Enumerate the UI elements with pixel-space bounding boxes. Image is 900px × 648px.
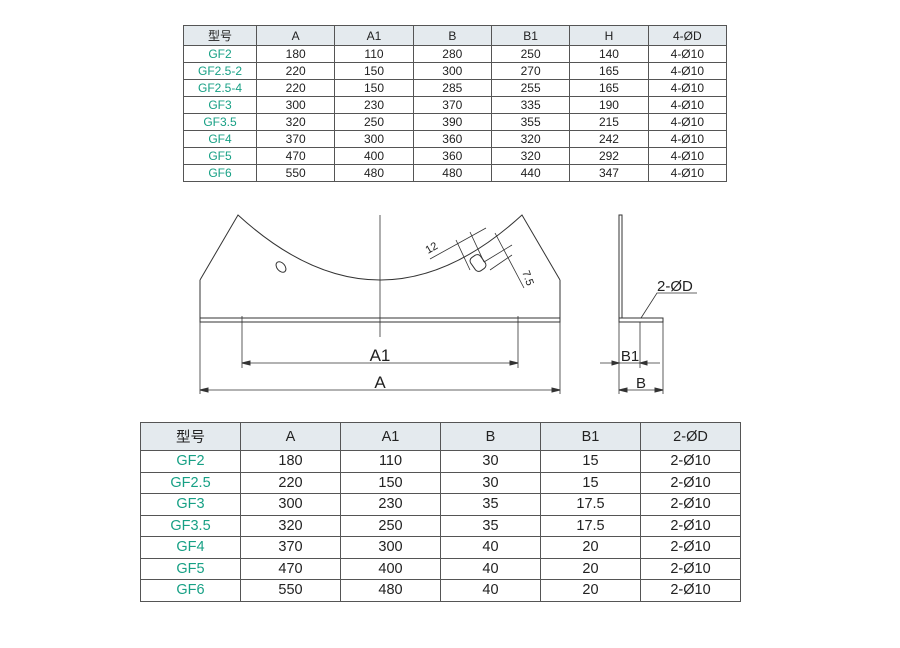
value-cell: 270 — [490, 62, 571, 80]
value-cell: 2-Ø10 — [640, 536, 741, 559]
model-cell: GF3 — [140, 493, 241, 516]
value-cell: 180 — [240, 450, 341, 473]
model-cell: GF4 — [140, 536, 241, 559]
column-header: A — [255, 25, 336, 46]
value-cell: 2-Ø10 — [640, 493, 741, 516]
value-cell: 35 — [440, 514, 541, 537]
model-cell: GF6 — [140, 579, 241, 602]
value-cell: 480 — [334, 164, 414, 182]
dim-7-5-label: 7.5 — [519, 269, 536, 287]
value-cell: 2-Ø10 — [640, 514, 741, 537]
value-cell: 285 — [412, 79, 492, 97]
dim-b1-label: B1 — [621, 348, 639, 365]
model-cell: GF2.5 — [140, 471, 241, 494]
value-cell: 220 — [240, 471, 341, 494]
column-header: 型号 — [183, 25, 257, 46]
value-cell: 230 — [340, 493, 441, 516]
dim-b-label: B — [636, 375, 646, 392]
value-cell: 2-Ø10 — [640, 471, 741, 494]
value-cell: 17.5 — [540, 514, 641, 537]
value-cell: 480 — [340, 579, 441, 602]
value-cell: 470 — [240, 557, 341, 580]
value-cell: 30 — [440, 450, 541, 473]
value-cell: 250 — [340, 514, 441, 537]
value-cell: 480 — [412, 164, 492, 182]
value-cell: 15 — [540, 450, 641, 473]
dim-a-label: A — [374, 373, 386, 392]
value-cell: 15 — [540, 471, 641, 494]
value-cell: 440 — [490, 164, 571, 182]
value-cell: 4-Ø10 — [647, 45, 728, 63]
value-cell: 250 — [334, 113, 414, 131]
value-cell: 20 — [540, 579, 641, 602]
model-cell: GF3.5 — [183, 113, 257, 131]
value-cell: 110 — [340, 450, 441, 473]
value-cell: 370 — [240, 536, 341, 559]
value-cell: 550 — [255, 164, 336, 182]
value-cell: 30 — [440, 471, 541, 494]
column-header: B — [440, 422, 541, 451]
value-cell: 400 — [340, 557, 441, 580]
dim-a1-label: A1 — [370, 346, 391, 365]
value-cell: 300 — [240, 493, 341, 516]
value-cell: 347 — [569, 164, 649, 182]
column-header: B1 — [490, 25, 571, 46]
value-cell: 2-Ø10 — [640, 579, 741, 602]
value-cell: 35 — [440, 493, 541, 516]
value-cell: 20 — [540, 557, 641, 580]
front-view — [199, 214, 561, 394]
value-cell: 40 — [440, 536, 541, 559]
column-header: A1 — [340, 422, 441, 451]
value-cell: 150 — [340, 471, 441, 494]
column-header: A — [240, 422, 341, 451]
value-cell: 20 — [540, 536, 641, 559]
model-cell: GF2 — [140, 450, 241, 473]
value-cell: 300 — [340, 536, 441, 559]
value-cell: 165 — [569, 62, 649, 80]
model-cell: GF3 — [183, 96, 257, 114]
value-cell: 40 — [440, 579, 541, 602]
model-cell: GF6 — [183, 164, 257, 182]
value-cell: 280 — [412, 45, 492, 63]
value-cell: 550 — [240, 579, 341, 602]
value-cell: 40 — [440, 557, 541, 580]
hole-label: 2-ØD — [657, 278, 693, 295]
value-cell: 17.5 — [540, 493, 641, 516]
column-header: 2-ØD — [640, 422, 741, 451]
value-cell: 4-Ø10 — [647, 96, 728, 114]
value-cell: 320 — [240, 514, 341, 537]
dim-12-label: 12 — [424, 240, 441, 257]
value-cell: 2-Ø10 — [640, 450, 741, 473]
value-cell: 255 — [490, 79, 571, 97]
column-header: H — [569, 25, 649, 46]
value-cell: 2-Ø10 — [640, 557, 741, 580]
value-cell: 335 — [490, 96, 571, 114]
side-view — [600, 214, 697, 394]
value-cell: 360 — [412, 130, 492, 148]
model-cell: GF3.5 — [140, 514, 241, 537]
model-cell: GF5 — [183, 147, 257, 165]
column-header: B1 — [540, 422, 641, 451]
value-cell: 4-Ø10 — [647, 164, 728, 182]
value-cell: 4-Ø10 — [647, 62, 728, 80]
model-cell: GF5 — [140, 557, 241, 580]
column-header: 型号 — [140, 422, 241, 451]
value-cell: 4-Ø10 — [647, 113, 728, 131]
